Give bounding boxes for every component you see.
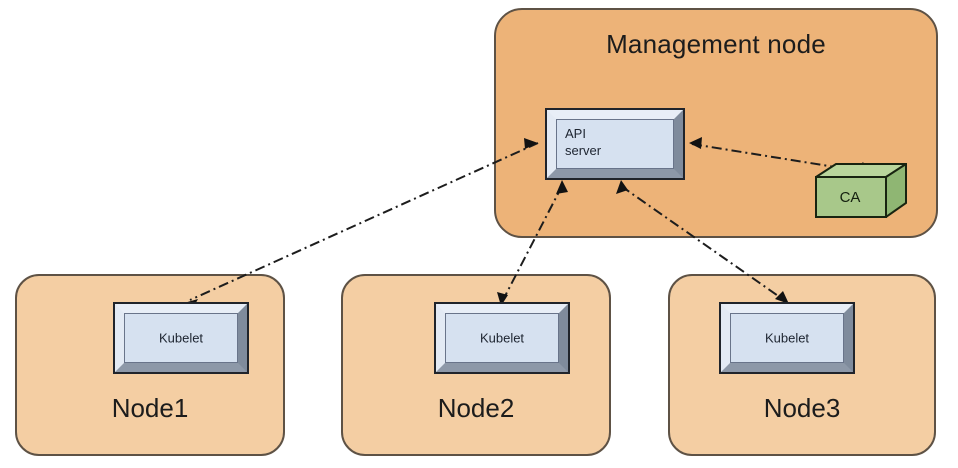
ca-cube-shape: [815, 163, 907, 218]
kubelet-label-2: Kubelet: [479, 330, 525, 346]
api-server-inner: API server: [556, 119, 674, 169]
ca-label: CA: [839, 189, 861, 206]
ca-cube[interactable]: CA: [815, 163, 907, 218]
kubelet-label-3: Kubelet: [764, 330, 810, 346]
ca-cube-front-face: [815, 176, 887, 218]
api-server-bevel-frame: [547, 110, 683, 178]
kubelet-box-2[interactable]: Kubelet: [434, 302, 570, 374]
kubelet-bevel-frame-2: [436, 304, 568, 372]
worker-node-label-2: Node2: [437, 393, 515, 423]
kubelet-inner-2: Kubelet: [445, 313, 559, 363]
kubelet-box-1[interactable]: Kubelet: [113, 302, 249, 374]
kubelet-inner-3: Kubelet: [730, 313, 844, 363]
kubelet-box-3[interactable]: Kubelet: [719, 302, 855, 374]
api-server-box[interactable]: API server: [545, 108, 685, 180]
management-node-label: Management node: [606, 29, 826, 59]
kubelet-label-1: Kubelet: [158, 330, 204, 346]
kubelet-bevel-frame-3: [721, 304, 853, 372]
kubelet-bevel-frame-1: [115, 304, 247, 372]
api-server-label: API server: [565, 126, 602, 158]
kubelet-inner-1: Kubelet: [124, 313, 238, 363]
worker-node-label-3: Node3: [763, 393, 841, 423]
worker-node-label-1: Node1: [111, 393, 189, 423]
